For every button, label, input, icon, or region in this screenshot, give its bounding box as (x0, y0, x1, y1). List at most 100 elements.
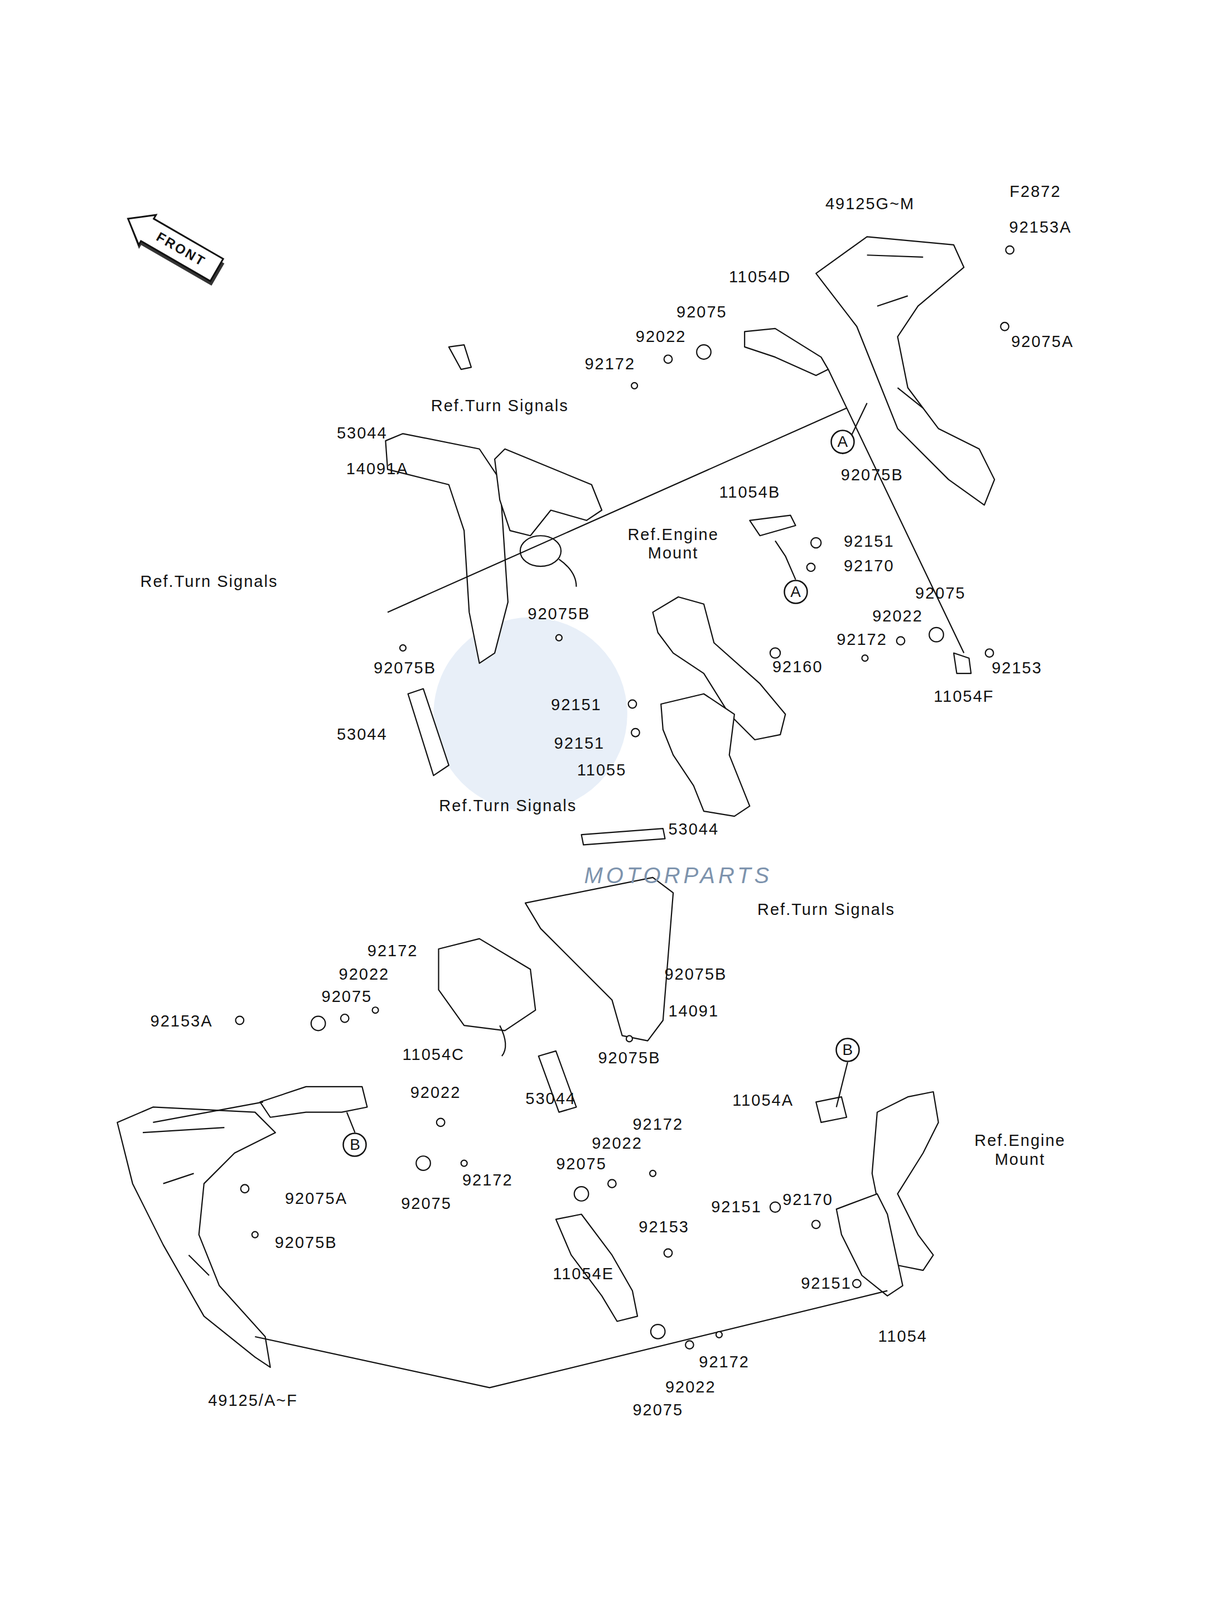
part-number: 92151 (711, 1197, 762, 1216)
part-number: 11055 (577, 760, 627, 780)
assembly-line (152, 1101, 264, 1123)
watermark: MOTORPARTS (583, 862, 773, 888)
part-number: 92075A (284, 1188, 348, 1208)
part-number: 92022 (665, 1378, 717, 1397)
part-number: 92151 (800, 1273, 852, 1293)
reference-note: Ref.Turn Signals (139, 572, 278, 591)
wire (499, 1025, 506, 1056)
part-number: 92075 (556, 1154, 607, 1173)
reference-circle: B (835, 1037, 860, 1062)
part-number: 92022 (410, 1083, 462, 1102)
part-number: 11054 (877, 1326, 928, 1346)
part-number: 92151 (843, 532, 895, 551)
part-number: 92151 (550, 695, 602, 714)
part-number: 11054D (728, 268, 791, 287)
part-number: 14091 (668, 1001, 719, 1021)
part-number: 92075 (400, 1194, 452, 1213)
assembly-line (828, 369, 964, 653)
bracket (660, 693, 750, 816)
part-number: 92170 (843, 556, 895, 575)
reference-letter: A (837, 432, 848, 451)
part-number: 92075A (1011, 332, 1074, 351)
fairing-detail (867, 254, 924, 408)
reference-letter: A (790, 582, 801, 601)
part-number: 92075B (527, 604, 591, 623)
part-number: 92022 (591, 1134, 643, 1153)
reference-note: Ref.Engine Mount (620, 525, 727, 563)
part-number: 92075B (597, 1048, 661, 1067)
part-number: 14091A (346, 460, 409, 479)
seal-hose (581, 828, 666, 845)
part-number: 92022 (635, 327, 687, 346)
part-number: 92153A (1009, 218, 1072, 237)
assembly-line (836, 1061, 848, 1107)
part-number: 92022 (872, 606, 923, 626)
part-number: 92172 (632, 1114, 684, 1134)
part-number: 92075 (915, 584, 966, 603)
assembly-line (254, 1290, 888, 1388)
part-number: 92160 (772, 657, 824, 676)
part-number: 49125/A~F (208, 1391, 298, 1410)
part-number: 53044 (336, 424, 388, 443)
reference-note: Ref.Turn Signals (438, 796, 577, 815)
part-number: 11054A (732, 1091, 794, 1110)
part-number: 92172 (698, 1352, 750, 1371)
bracket (744, 328, 829, 376)
part-number: 11054C (402, 1045, 465, 1065)
part-number: 92022 (339, 964, 390, 984)
part-number: 53044 (336, 724, 388, 744)
reference-note: Ref.Engine Mount (967, 1130, 1073, 1169)
part-number: 92153A (150, 1011, 214, 1031)
direction-arrow: FRONT (119, 203, 228, 287)
part-number: 92075 (632, 1400, 684, 1419)
assembly-line (775, 540, 796, 580)
turn-signal-bracket (438, 938, 536, 1031)
part-number: 92151 (554, 734, 606, 753)
part-number: 92172 (462, 1170, 514, 1189)
part-number: 11054B (718, 483, 781, 502)
part-number: 53044 (525, 1089, 577, 1108)
reference-letter: B (842, 1040, 854, 1059)
bracket (749, 515, 796, 536)
circle-shape (343, 1133, 367, 1157)
part-number: 92172 (584, 354, 636, 374)
part-number: 11054F (933, 687, 994, 707)
seal-strip (408, 688, 449, 776)
part-number: 92153 (638, 1217, 690, 1237)
part-number: 53044 (668, 819, 719, 839)
reference-letter: B (349, 1135, 361, 1154)
assembly-line (346, 1112, 356, 1133)
part-number: 92170 (782, 1190, 834, 1209)
part-number: 92172 (836, 630, 888, 649)
circle-shape (784, 579, 807, 603)
part-number: 92075B (373, 658, 437, 678)
watermark-globe (433, 617, 628, 812)
wire (558, 558, 577, 587)
part-number: 92075B (274, 1233, 338, 1252)
bracket (259, 1086, 367, 1118)
part-number: 49125G~M (825, 194, 915, 214)
part-number: 92075 (676, 302, 728, 322)
reference-circle: A (830, 429, 855, 454)
reference-circle: A (783, 579, 809, 604)
turn-signal-bracket (494, 448, 602, 536)
reference-note: Ref.Turn Signals (431, 396, 569, 415)
assembly-line (387, 408, 847, 613)
bracket (953, 653, 971, 674)
part-number: 92075 (321, 987, 373, 1006)
fairing-detail (142, 1127, 225, 1275)
fairing-upper (815, 236, 995, 505)
figure-id: F2872 (1009, 182, 1061, 201)
reference-note: Ref.Turn Signals (757, 900, 896, 920)
part-number: 92172 (367, 941, 419, 960)
seal-hose (448, 344, 472, 370)
circle-shape (835, 1038, 859, 1062)
bracket (815, 1096, 847, 1123)
part-number: 92075B (840, 466, 904, 485)
inner-cover (525, 877, 674, 1041)
part-number: 92153 (991, 658, 1043, 678)
reference-circle: B (342, 1132, 367, 1157)
hardware (235, 245, 1014, 1349)
fairing-lower (117, 1106, 275, 1367)
arrow-shape (119, 203, 226, 285)
